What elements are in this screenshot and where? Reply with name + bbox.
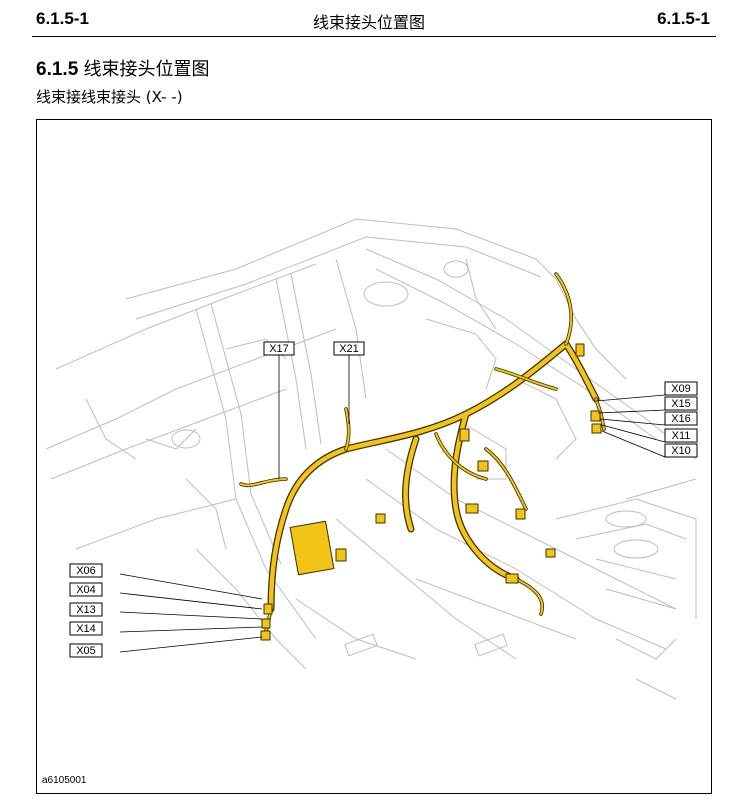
section-title: 6.1.5 线束接头位置图	[36, 55, 210, 81]
connector-label-x13: X13	[76, 604, 96, 616]
connector-label-x11: X11	[672, 430, 691, 442]
header-rule	[32, 36, 716, 37]
header-page-number-left: 6.1.5-1	[36, 9, 89, 28]
leader-lines	[119, 355, 666, 653]
connector-label-x17: X17	[269, 343, 289, 355]
connector-label-x09: X09	[671, 383, 691, 395]
page-header: 6.1.5-1 线束接头位置图 6.1.5-1	[0, 0, 738, 36]
diagram-frame	[36, 119, 712, 794]
connector-label-x15: X15	[671, 398, 691, 410]
connector-callout-x11: X11	[664, 428, 698, 443]
connector-callout-x04: X04	[69, 582, 103, 597]
connector-label-x04: X04	[76, 584, 96, 596]
header-page-number-right: 6.1.5-1	[657, 9, 710, 28]
connector-callout-x16: X16	[664, 411, 698, 426]
connector-callout-x06: X06	[69, 563, 103, 578]
connector-label-x16: X16	[671, 413, 691, 425]
wiring-harness	[239, 272, 606, 641]
connector-label-x06: X06	[76, 565, 96, 577]
section-subtitle: 线束接线束接头 (X- -)	[36, 88, 183, 106]
connector-label-x21: X21	[339, 343, 359, 355]
section-title-text: 线束接头位置图	[83, 59, 210, 80]
figure-id: a6105001	[42, 775, 87, 786]
harness-connector-diagram: X17 X21 X09 X15 X16 X11 X10 X06 X04 X13 …	[45, 218, 698, 700]
connector-callout-x15: X15	[664, 396, 698, 411]
connector-label-x10: X10	[671, 445, 691, 457]
connector-callout-x05: X05	[69, 643, 103, 658]
header-title: 线束接头位置图	[312, 13, 425, 32]
section-number: 6.1.5	[36, 59, 79, 80]
connector-label-x05: X05	[76, 645, 96, 657]
connector-callout-x14: X14	[69, 621, 103, 636]
connector-callout-x21: X21	[333, 341, 365, 356]
connector-callout-x09: X09	[664, 381, 698, 396]
connector-callout-x13: X13	[69, 602, 103, 617]
vehicle-body-outline	[45, 218, 697, 700]
connector-label-x14: X14	[76, 623, 96, 635]
connector-callout-x10: X10	[664, 443, 698, 458]
connector-callout-x17: X17	[263, 341, 295, 356]
